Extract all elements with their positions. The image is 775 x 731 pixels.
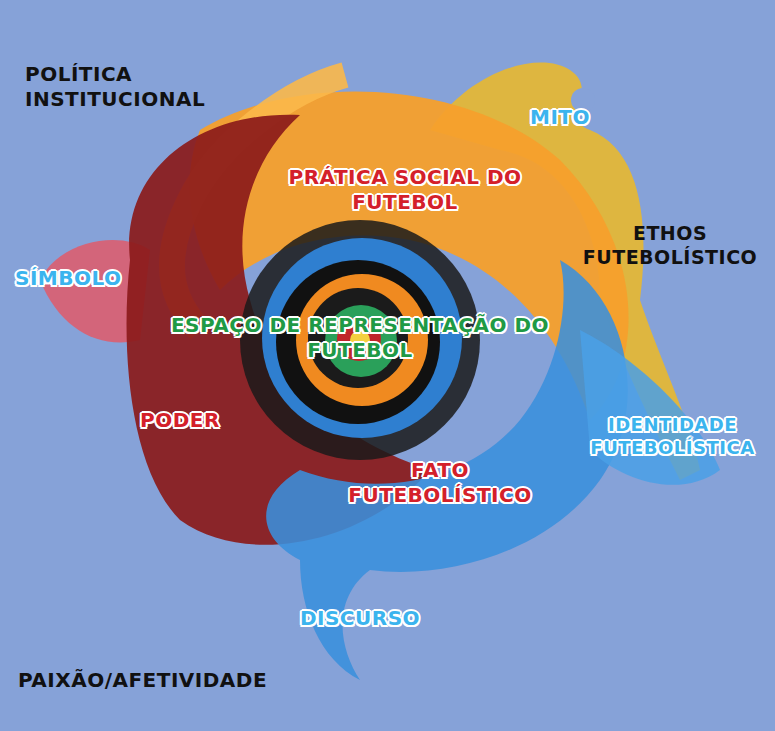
- concept-label: FATO FUTEBOLÍSTICO: [330, 458, 550, 508]
- concept-label: SÍMBOLO: [15, 266, 145, 291]
- concept-label: DISCURSO: [285, 606, 435, 631]
- concept-label: ETHOS FUTEBOLÍSTICO: [570, 222, 770, 270]
- concept-label: POLÍTICA INSTITUCIONAL: [25, 62, 225, 112]
- concept-label: PRÁTICA SOCIAL DO FUTEBOL: [285, 165, 525, 215]
- concept-label: PAIXÃO/AFETIVIDADE: [18, 668, 318, 693]
- blue-tail: [580, 330, 720, 485]
- concept-label: MITO: [515, 105, 605, 130]
- concept-label: IDENTIDADE FUTEBOLÍSTICA: [575, 414, 770, 459]
- concept-label: ESPAÇO DE REPRESENTAÇÃO DO FUTEBOL: [170, 313, 550, 363]
- concept-label: PODER: [120, 408, 240, 433]
